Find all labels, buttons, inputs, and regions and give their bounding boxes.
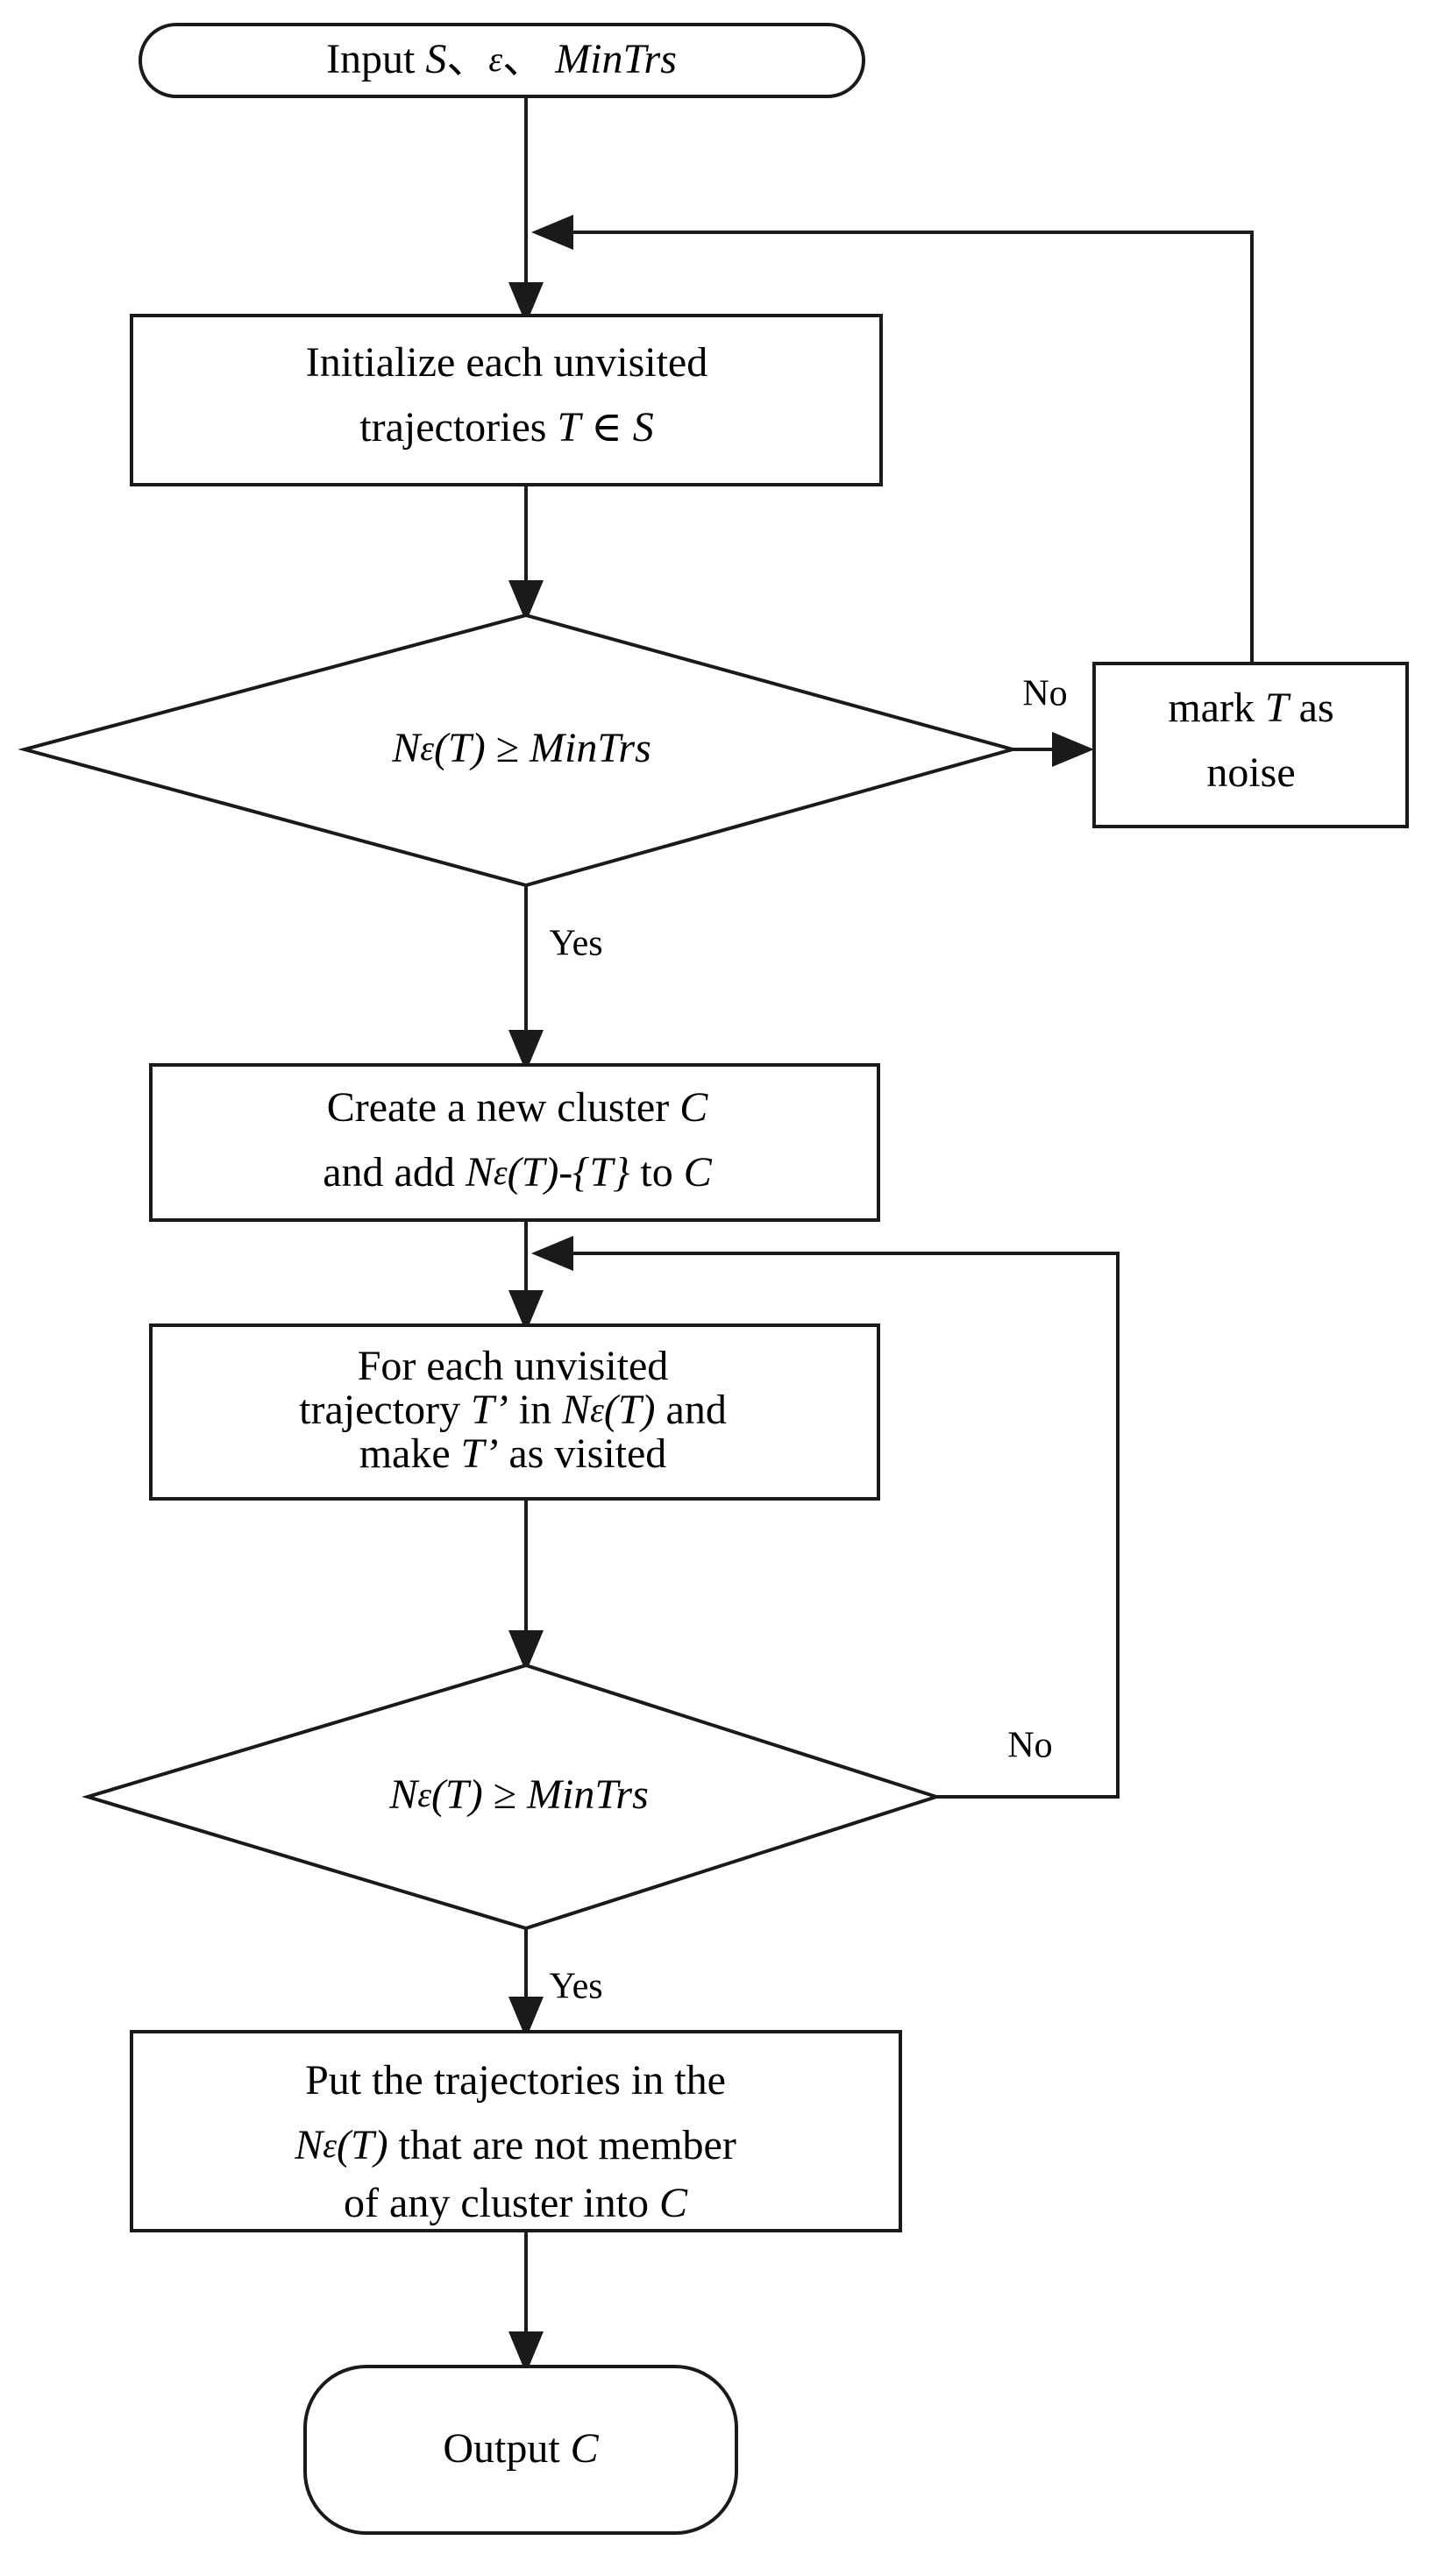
edge-label-yes-1: Yes: [549, 924, 602, 964]
edge-label-no-1: No: [1022, 674, 1067, 714]
node-init-shape: [130, 314, 883, 486]
node-start-label: Input S、ε、 MinTrs: [326, 36, 677, 82]
connector-decision2-no-loopback: [531, 1236, 1120, 1799]
node-decision2-label: Nε(T) ≥ MinTrs: [388, 1771, 649, 1818]
node-put-shape: [130, 2030, 902, 2232]
node-noise-line1: mark T as: [1168, 685, 1333, 731]
node-create-cluster-line1: Create a new cluster C: [327, 1084, 708, 1131]
node-noise-line2: noise: [1206, 749, 1295, 796]
node-put-line2: Nε(T) that are not member: [294, 2122, 736, 2168]
node-decision1-label: Nε(T) ≥ MinTrs: [391, 725, 651, 771]
node-init-line2: trajectories T ∈ S: [359, 404, 653, 451]
node-decision2-shape: [82, 1663, 942, 1931]
node-foreach-shape: [149, 1323, 880, 1501]
node-init-line1: Initialize each unvisited: [306, 339, 707, 386]
node-noise-shape: [1092, 662, 1409, 828]
node-decision1-shape: [18, 613, 1020, 888]
node-end-shape: [303, 2365, 738, 2535]
node-create-cluster-line2: and add Nε(T)-{T} to C: [323, 1149, 712, 1196]
node-foreach-line3: make T’ as visited: [359, 1430, 667, 1477]
node-foreach-line1: For each unvisited: [358, 1343, 669, 1389]
edge-label-no-2: No: [1007, 1726, 1052, 1766]
edge-label-yes-2: Yes: [549, 1967, 602, 2007]
connector-noise-loopback: [531, 215, 1254, 664]
node-put-line1: Put the trajectories in the: [305, 2057, 726, 2104]
node-start-shape: [139, 23, 865, 98]
node-create-cluster-shape: [149, 1063, 880, 1222]
node-put-line3: of any cluster into C: [344, 2180, 688, 2226]
node-foreach-line2: trajectory T’ in Nε(T) and: [299, 1387, 727, 1433]
node-end-label: Output C: [443, 2425, 599, 2472]
